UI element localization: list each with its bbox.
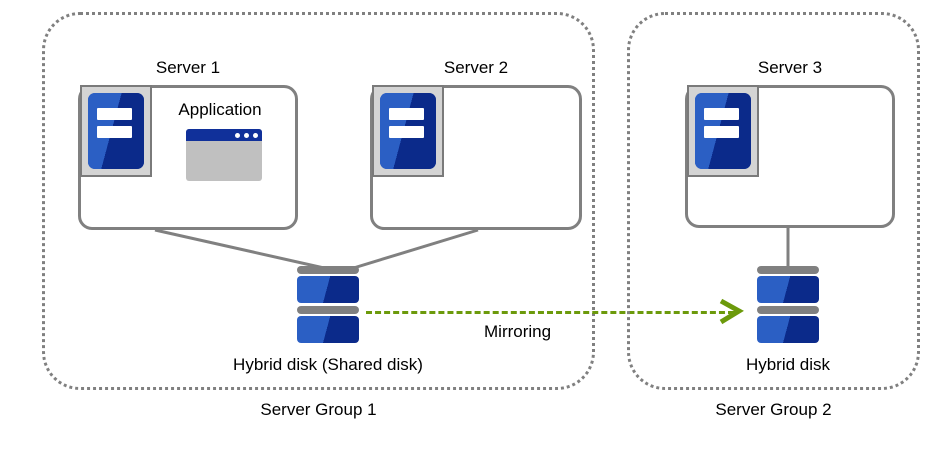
disk-drum bbox=[757, 276, 819, 303]
server-group-2-container bbox=[627, 12, 920, 390]
server-appliance-icon bbox=[80, 85, 152, 177]
disk-drum bbox=[757, 316, 819, 343]
server-group-1-caption: Server Group 1 bbox=[260, 400, 377, 419]
disk-unit bbox=[297, 266, 359, 303]
server-group-1-container bbox=[42, 12, 595, 390]
hybrid-disk-icon[interactable] bbox=[297, 266, 359, 343]
disk-unit bbox=[757, 306, 819, 343]
disk-unit bbox=[757, 266, 819, 303]
disk-drum bbox=[297, 316, 359, 343]
server-group-2-caption: Server Group 2 bbox=[715, 400, 832, 419]
disk-drum bbox=[297, 276, 359, 303]
disk-cap bbox=[757, 306, 819, 314]
mirroring-arrowhead bbox=[719, 298, 744, 325]
server-appliance-icon bbox=[372, 85, 444, 177]
disk-cap bbox=[757, 266, 819, 274]
window-dot-icon bbox=[244, 132, 249, 138]
server-1-title: Server 1 bbox=[155, 58, 221, 77]
disk-unit bbox=[297, 306, 359, 343]
shared-disk-label: Hybrid disk (Shared disk) bbox=[233, 355, 423, 374]
window-dot-icon bbox=[235, 132, 240, 138]
mirroring-label: Mirroring bbox=[484, 322, 552, 341]
application-label: Application bbox=[178, 100, 262, 119]
server-1-application: Application bbox=[170, 100, 270, 185]
server-appliance-icon bbox=[687, 85, 759, 177]
server-2-title: Server 2 bbox=[443, 58, 509, 77]
disk-cap bbox=[297, 306, 359, 314]
server-3-title: Server 3 bbox=[757, 58, 823, 77]
mirror-disk-label: Hybrid disk bbox=[745, 355, 831, 374]
window-dot-icon bbox=[253, 132, 258, 138]
hybrid-disk-icon[interactable] bbox=[757, 266, 819, 343]
application-window-icon bbox=[186, 129, 262, 181]
application-titlebar bbox=[186, 129, 262, 141]
disk-cap bbox=[297, 266, 359, 274]
mirroring-dashed-line bbox=[366, 311, 734, 314]
